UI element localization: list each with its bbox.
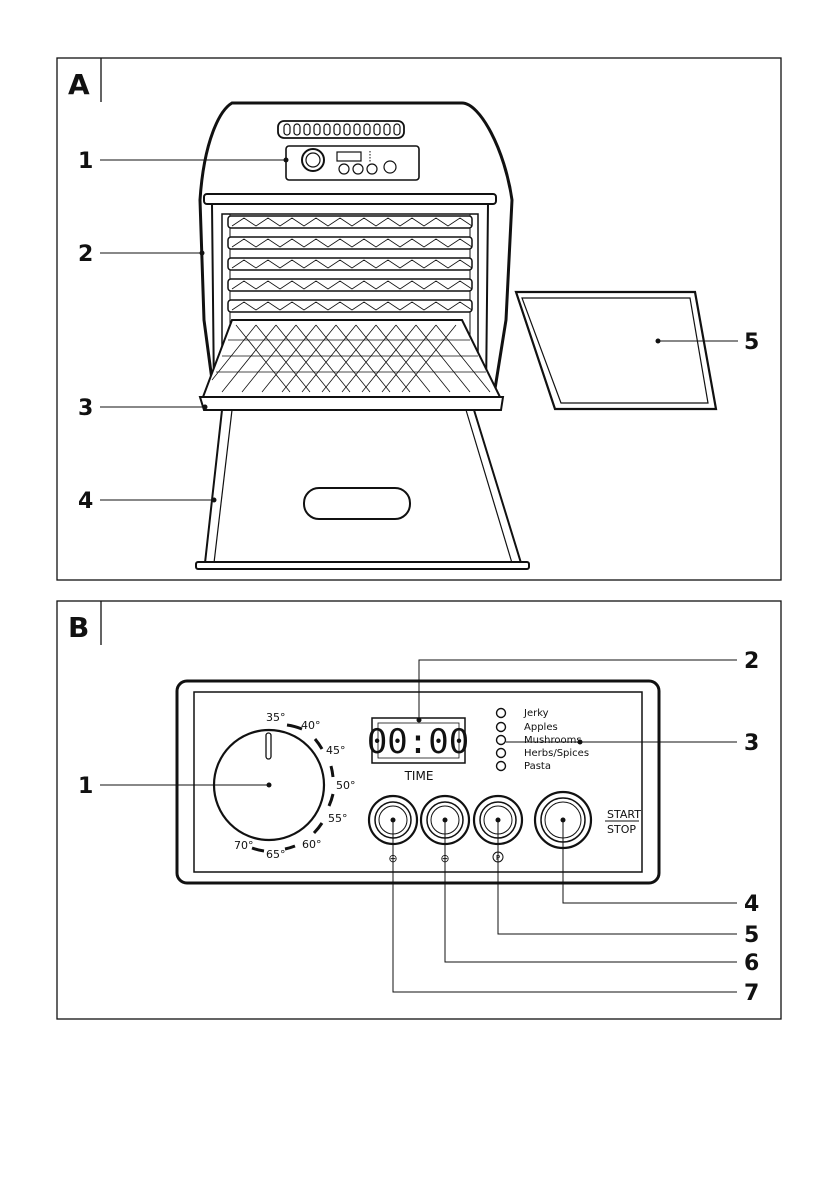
time-display-digits: 00:00 [367, 722, 469, 762]
program-pasta: Pasta [524, 761, 551, 772]
panel-b-callout-7: 7 [744, 981, 759, 1006]
program-herbs-spices: Herbs/Spices [524, 748, 589, 759]
panel-b-callout-6: 6 [744, 951, 759, 976]
temp-label-35: 35° [266, 711, 286, 724]
dehydrator-illustration [196, 103, 716, 569]
dial-scale [252, 725, 333, 851]
pulled-tray-front [200, 397, 503, 410]
time-label: TIME [404, 769, 434, 783]
temp-label-50: 50° [336, 779, 356, 792]
panel-a: A [57, 58, 781, 580]
program-led [497, 749, 506, 758]
temp-label-70: 70° [234, 839, 254, 852]
buttons [369, 792, 591, 848]
stop-label: STOP [607, 823, 636, 836]
program-led [497, 736, 506, 745]
program-led [497, 723, 506, 732]
program-jerky: Jerky [523, 708, 549, 719]
program-led [497, 709, 506, 718]
start-label: START [607, 808, 641, 821]
program-apples: Apples [524, 722, 558, 733]
program-led [497, 762, 506, 771]
panel-b-callout-2: 2 [744, 649, 759, 674]
temp-label-55: 55° [328, 812, 348, 825]
panel-a-callout-3: 3 [78, 396, 93, 421]
panel-b-callout-5: 5 [744, 923, 759, 948]
door [205, 410, 521, 563]
mesh-sheet [516, 292, 716, 409]
program-mushrooms: Mushrooms [524, 735, 582, 746]
panel-b-callout-3: 3 [744, 731, 759, 756]
temp-label-45: 45° [326, 744, 346, 757]
panel-b-callout-4: 4 [744, 892, 759, 917]
panel-b-callout-1: 1 [78, 774, 93, 799]
panel-a-letter: A [68, 68, 90, 101]
temp-label-40: 40° [301, 719, 321, 732]
panel-b-letter: B [68, 611, 89, 644]
panel-a-callout-2: 2 [78, 242, 93, 267]
dial-pointer [266, 733, 271, 759]
panel-a-callout-5: 5 [744, 330, 759, 355]
panel-b: B 35° 40° 45° 50° 55° 60° 65° 70° [57, 601, 781, 1019]
panel-a-callout-4: 4 [78, 489, 93, 514]
program-list: Jerky Apples Mushrooms Herbs/Spices Past… [497, 708, 590, 772]
temp-label-65: 65° [266, 848, 286, 861]
temp-label-60: 60° [302, 838, 322, 851]
panel-a-callout-1: 1 [78, 149, 93, 174]
door-base [196, 562, 529, 569]
door-frame-top [204, 194, 496, 204]
